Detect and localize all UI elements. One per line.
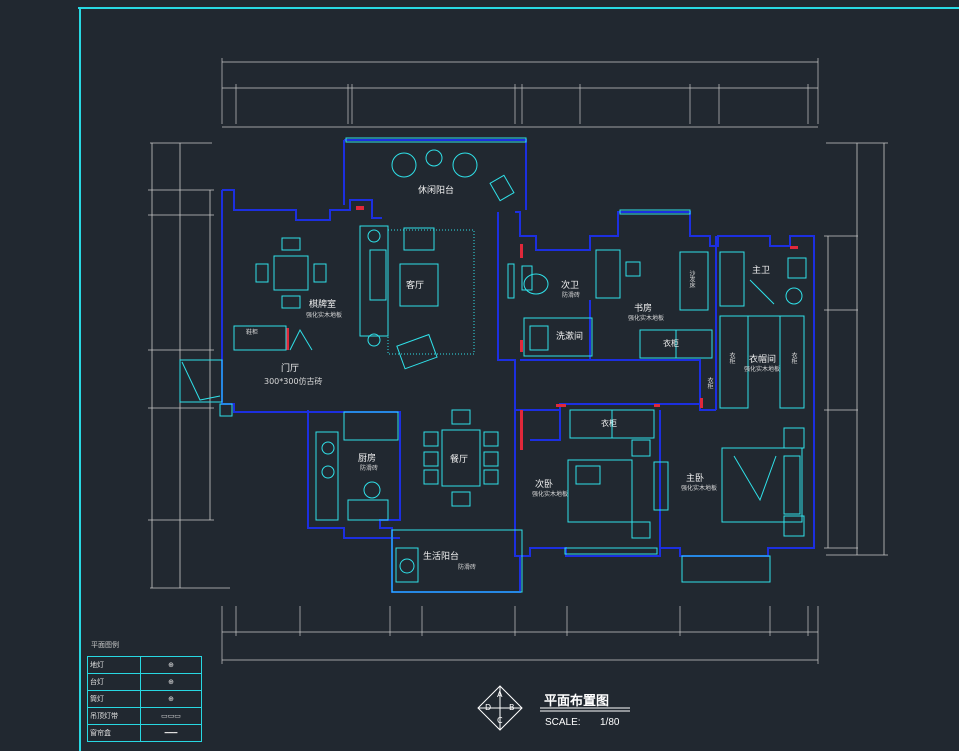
secondary-bath-floor-label: 防滑砖: [562, 292, 581, 299]
badge-a: A: [497, 690, 503, 699]
second-bedroom-floor-label: 强化实木地板: [532, 491, 569, 498]
legend-label: 筒灯: [87, 690, 141, 708]
legend-row: 窗帘盒━━━: [87, 724, 202, 742]
table-lamp-symbol-icon: ⊕: [140, 673, 202, 691]
secondary-bath-label: 次卫: [561, 281, 580, 291]
title-badge: [477, 685, 630, 731]
window-outlines: [179, 137, 771, 593]
chess-room-label: 棋牌室: [309, 300, 337, 310]
foyer-label: 门厅: [281, 364, 300, 374]
sofa-bed-label: 沙发床: [688, 270, 695, 288]
kitchen-label: 厨房: [358, 454, 377, 464]
master-bedroom-floor-label: 强化实木地板: [681, 485, 718, 492]
furniture: [181, 149, 807, 583]
dressing-room-label: 衣帽间: [749, 355, 777, 365]
dining-room-label: 餐厅: [450, 455, 469, 465]
legend-title: 平面图例: [91, 641, 119, 649]
legend-label: 窗帘盒: [87, 724, 141, 742]
legend-row: 台灯⊕: [87, 673, 202, 691]
kitchen-floor-label: 防滑砖: [360, 465, 379, 472]
scale-value: 1/80: [600, 717, 620, 728]
living-room-label: 客厅: [406, 281, 425, 291]
downlight-symbol-icon: ⊕: [140, 690, 202, 708]
closet-right-label: 衣柜: [790, 352, 797, 364]
sheet-frame: [78, 7, 959, 751]
walls: [221, 139, 815, 593]
legend-table: 地灯⊕ 台灯⊕ 筒灯⊕ 吊顶灯带▭▭▭ 窗帘盒━━━: [87, 656, 202, 742]
foyer-floor-label: 300*300仿古砖: [264, 377, 323, 386]
master-bath-label: 主卫: [752, 266, 771, 276]
leisure-balcony-label: 休闲阳台: [418, 186, 455, 196]
second-bedroom-label: 次卧: [535, 480, 554, 490]
legend-row: 吊顶灯带▭▭▭: [87, 707, 202, 725]
legend-row: 地灯⊕: [87, 656, 202, 674]
badge-b: B: [509, 703, 515, 712]
light-strip-symbol-icon: ▭▭▭: [140, 707, 202, 725]
bedroom-wardrobe-label: 衣柜: [601, 419, 617, 428]
closet-bottom-label: 衣柜: [706, 377, 713, 389]
legend-label: 台灯: [87, 673, 141, 691]
floor-lamp-symbol-icon: ⊕: [140, 656, 202, 674]
legend-label: 地灯: [87, 656, 141, 674]
badge-d: D: [485, 703, 492, 712]
legend-label: 吊顶灯带: [87, 707, 141, 725]
shoe-cabinet-label: 鞋柜: [246, 329, 259, 336]
dimension-lines: [148, 58, 888, 664]
laundry-label: 洗漱间: [556, 332, 584, 342]
study-wardrobe-label: 衣柜: [663, 339, 679, 348]
legend-row: 筒灯⊕: [87, 690, 202, 708]
utility-balcony-label: 生活阳台: [423, 552, 460, 562]
study-floor-label: 强化实木地板: [628, 315, 665, 322]
legend-panel: 平面图例 地灯⊕ 台灯⊕ 筒灯⊕ 吊顶灯带▭▭▭ 窗帘盒━━━: [82, 640, 207, 748]
utility-balcony-floor-label: 防滑砖: [458, 564, 477, 571]
scale-label: SCALE:: [545, 717, 581, 728]
study-label: 书房: [634, 304, 653, 314]
badge-c: C: [497, 716, 503, 725]
closet-left-label: 衣柜: [728, 352, 735, 364]
curtain-box-symbol-icon: ━━━: [140, 724, 202, 742]
door-accents: [286, 206, 798, 450]
dressing-room-floor-label: 强化实木地板: [744, 366, 781, 373]
master-bedroom-label: 主卧: [686, 474, 705, 484]
chess-room-floor-label: 强化实木地板: [306, 312, 343, 319]
drawing-title: 平面布置图: [544, 694, 610, 709]
